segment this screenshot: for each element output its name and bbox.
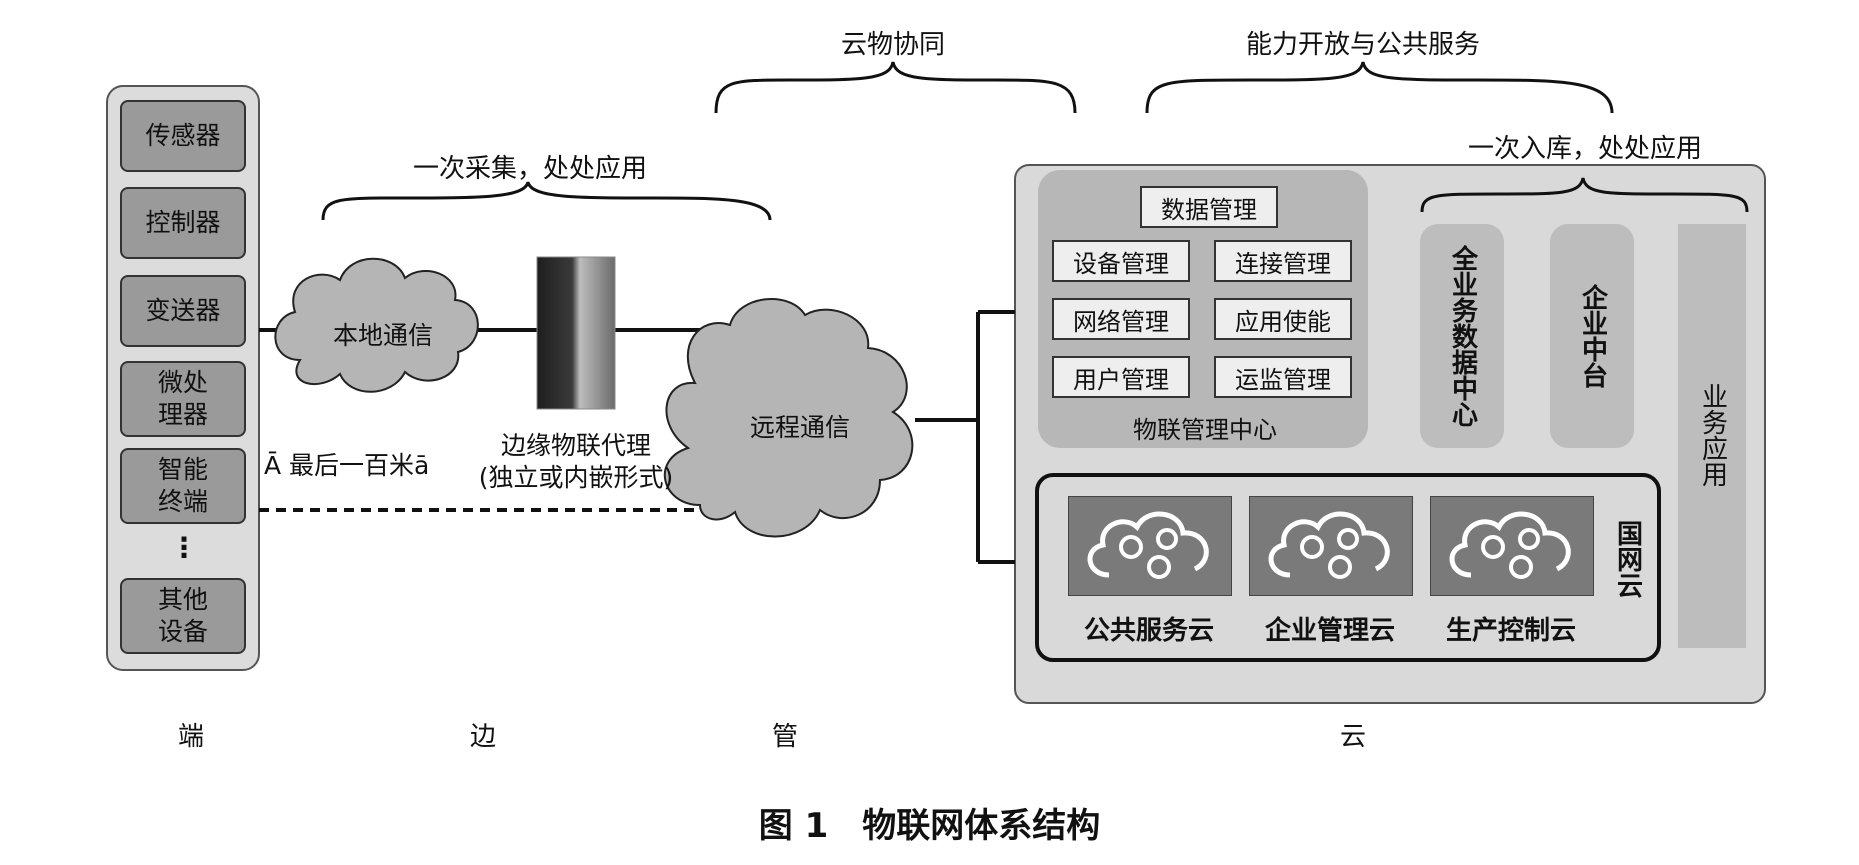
store-once-label: 一次入库，处处应用	[1467, 134, 1702, 164]
remote-comm-label: 远程通信	[749, 413, 850, 442]
edge-proxy-title: 边缘物联代理	[500, 431, 651, 460]
cloud-gear-icon	[1268, 511, 1390, 579]
device-controller: 控制器	[120, 187, 246, 259]
production-cloud-tile	[1430, 496, 1594, 596]
monitor-mgmt-box: 运监管理	[1214, 356, 1352, 398]
figure-caption: 图 1 物联网体系结构	[758, 806, 1101, 846]
data-center-column	[1420, 224, 1504, 448]
data-center-label: 全业务数据中心	[1447, 245, 1478, 427]
iot-center-title: 物联管理中心	[1133, 416, 1277, 444]
user-mgmt-box: 用户管理	[1052, 356, 1190, 398]
device-other: 其他 设备	[120, 578, 246, 654]
device-sensor: 传感器	[120, 100, 246, 172]
network-mgmt-box: 网络管理	[1052, 298, 1190, 340]
enterprise-column	[1550, 224, 1634, 448]
business-app-column	[1678, 224, 1746, 648]
open-services-label: 能力开放与公共服务	[1245, 30, 1480, 60]
connect-mgmt-box: 连接管理	[1214, 240, 1352, 282]
enterprise-cloud-label: 企业管理云	[1264, 616, 1395, 646]
production-cloud-label: 生产控制云	[1445, 616, 1576, 646]
state-grid-cloud-label: 国网云	[1612, 520, 1643, 598]
public-service-cloud-label: 公共服务云	[1083, 616, 1214, 646]
data-mgmt-box: 数据管理	[1140, 186, 1278, 228]
layer-edge-label: 边	[470, 722, 497, 752]
edge-proxy-subtitle: (独立或内嵌形式)	[478, 463, 674, 492]
app-enable-box: 应用使能	[1214, 298, 1352, 340]
edge-proxy-label: 边缘物联代理 (独立或内嵌形式)	[448, 430, 704, 494]
device-smart-terminal: 智能 终端	[120, 448, 246, 524]
business-app-label: 业务应用	[1697, 383, 1728, 487]
layer-pipe-label: 管	[772, 722, 799, 752]
cloud-collab-label: 云物协同	[840, 30, 945, 60]
brace-open-services	[1145, 61, 1614, 114]
layer-cloud-label: 云	[1340, 722, 1367, 752]
enterprise-cloud-tile	[1249, 496, 1413, 596]
public-service-cloud-tile	[1068, 496, 1232, 596]
layer-end-label: 端	[178, 722, 205, 752]
cloud-gear-icon	[1449, 511, 1571, 579]
device-transmitter: 变送器	[120, 275, 246, 347]
local-comm-label: 本地通信	[332, 321, 433, 350]
device-microprocessor: 微处 理器	[120, 361, 246, 437]
brace-store-once	[1420, 177, 1749, 213]
edge-proxy-device	[536, 256, 616, 410]
brace-cloud-collab	[714, 61, 1077, 114]
collect-once-label: 一次采集，处处应用	[412, 154, 647, 184]
cloud-gear-icon	[1087, 511, 1209, 579]
enterprise-label: 企业中台	[1577, 284, 1608, 388]
last-mile-label: Ā 最后一百米ā	[264, 451, 430, 480]
brace-collect-once	[321, 181, 772, 221]
platform-connector	[915, 310, 1015, 564]
device-mgmt-box: 设备管理	[1052, 240, 1190, 282]
local-cloud-shape	[274, 257, 479, 393]
more-devices-ellipsis: ⋮	[170, 531, 198, 564]
remote-cloud-shape	[663, 298, 914, 538]
